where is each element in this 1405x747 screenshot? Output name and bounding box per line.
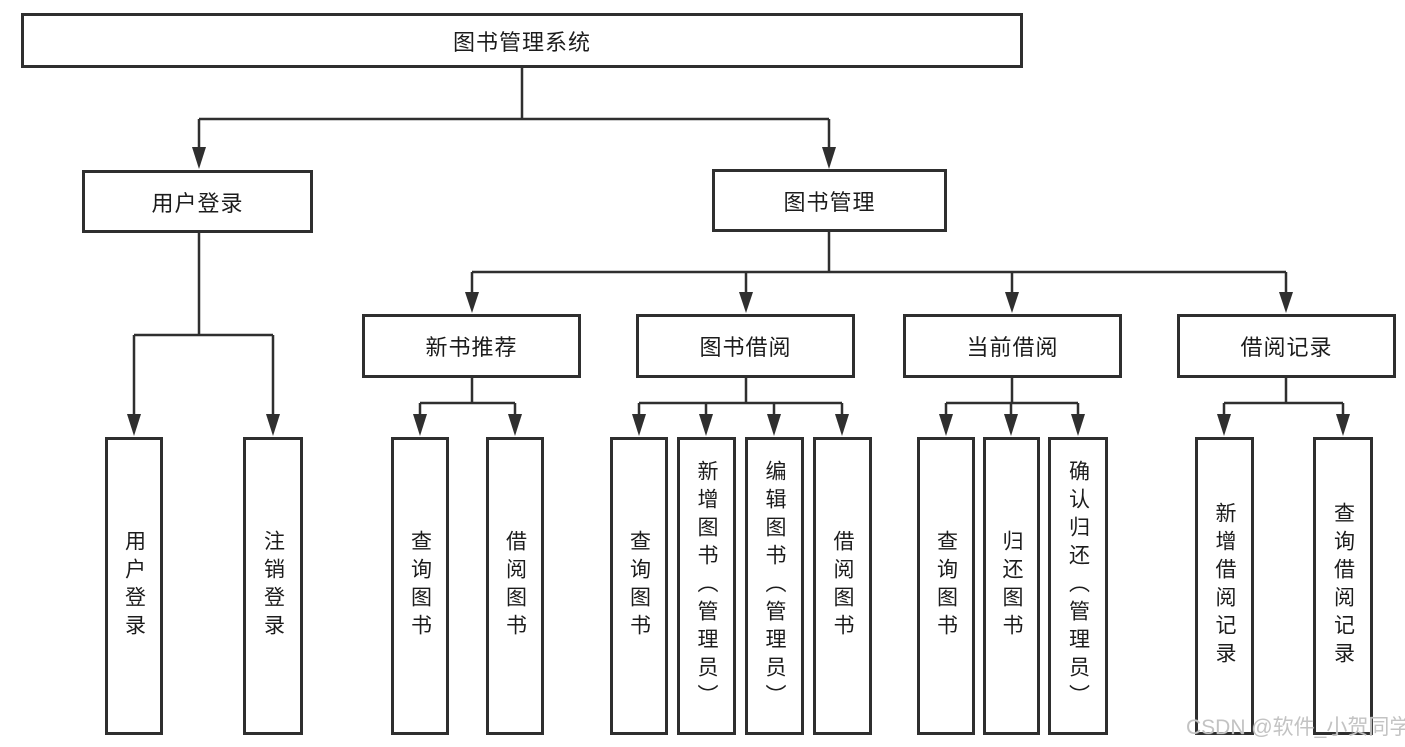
leaf-borrow-books-recommend: 借阅图书 — [486, 437, 544, 735]
node-label: 查询图书 — [408, 530, 432, 642]
connector-records-to-leaves — [1222, 378, 1345, 415]
arrow-down-icon — [739, 292, 753, 313]
node-new-book-recommend: 新书推荐 — [362, 314, 581, 378]
connector-borrowing-to-leaves — [637, 378, 844, 415]
leaf-query-borrow-record: 查询借阅记录 — [1313, 437, 1373, 735]
leaf-query-books-recommend: 查询图书 — [391, 437, 449, 735]
connector-root-to-level2 — [197, 68, 831, 148]
node-label: 借阅图书 — [503, 530, 527, 642]
node-book-management: 图书管理 — [712, 169, 947, 232]
node-label: 查询图书 — [627, 530, 651, 642]
arrow-down-icon — [699, 414, 713, 436]
arrow-down-icon — [1004, 414, 1018, 436]
leaf-logout: 注销登录 — [243, 437, 303, 735]
node-label: 借阅记录 — [1240, 335, 1333, 360]
node-label: 图书管理系统 — [452, 29, 591, 55]
node-current-borrowing: 当前借阅 — [903, 314, 1122, 378]
node-user-login: 用户登录 — [82, 170, 313, 233]
arrow-down-icon — [508, 414, 522, 436]
leaf-user-login: 用户登录 — [105, 437, 163, 735]
arrow-down-icon — [835, 414, 849, 436]
arrow-down-icon — [939, 414, 953, 436]
arrow-down-icon — [1217, 414, 1231, 436]
node-label: 用户登录 — [122, 530, 146, 642]
arrow-down-icon — [1005, 292, 1019, 313]
node-label: 编辑图书（管理员） — [763, 460, 786, 712]
leaf-edit-book-admin: 编辑图书（管理员） — [745, 437, 804, 735]
arrow-down-icon — [1071, 414, 1085, 436]
arrow-down-icon — [1279, 292, 1293, 313]
leaf-add-book-admin: 新增图书（管理员） — [677, 437, 736, 735]
node-label: 用户登录 — [151, 190, 244, 216]
node-label: 注销登录 — [261, 530, 285, 642]
arrow-down-icon — [767, 414, 781, 436]
leaf-query-books-current: 查询图书 — [917, 437, 975, 735]
leaf-return-books: 归还图书 — [983, 437, 1040, 735]
arrow-down-icon — [632, 414, 646, 436]
connector-userlogin-to-leaves — [132, 233, 275, 415]
leaf-borrow-books: 借阅图书 — [813, 437, 872, 735]
connector-newbook-to-leaves — [418, 378, 517, 415]
node-label: 图书借阅 — [699, 335, 792, 360]
arrow-down-icon — [822, 147, 836, 169]
node-label: 新增图书（管理员） — [695, 460, 718, 712]
node-label: 借阅图书 — [831, 530, 854, 642]
arrow-down-icon — [127, 414, 141, 436]
node-label: 图书管理 — [783, 189, 876, 215]
leaf-query-books-borrowing: 查询图书 — [610, 437, 668, 735]
arrow-down-icon — [413, 414, 427, 436]
leaf-confirm-return-admin: 确认归还（管理员） — [1048, 437, 1108, 735]
arrow-down-icon — [192, 147, 206, 169]
csdn-watermark: CSDN @软件_小贺同学 — [1186, 716, 1405, 739]
connector-current-to-leaves — [944, 378, 1080, 415]
node-label: 归还图书 — [1000, 530, 1023, 642]
node-label: 确认归还（管理员） — [1066, 460, 1090, 712]
node-library-management-system: 图书管理系统 — [21, 13, 1023, 68]
arrow-down-icon — [1336, 414, 1350, 436]
arrow-down-icon — [465, 292, 479, 313]
node-label: 当前借阅 — [966, 335, 1059, 360]
node-book-borrowing: 图书借阅 — [636, 314, 855, 378]
node-label: 新书推荐 — [425, 335, 518, 360]
leaf-add-borrow-record: 新增借阅记录 — [1195, 437, 1254, 735]
node-label: 新增借阅记录 — [1213, 502, 1236, 670]
connector-bookmgmt-to-level3 — [470, 232, 1288, 293]
node-label: 查询借阅记录 — [1331, 502, 1355, 670]
arrow-down-icon — [266, 414, 280, 436]
node-borrowing-records: 借阅记录 — [1177, 314, 1396, 378]
node-label: 查询图书 — [934, 530, 958, 642]
